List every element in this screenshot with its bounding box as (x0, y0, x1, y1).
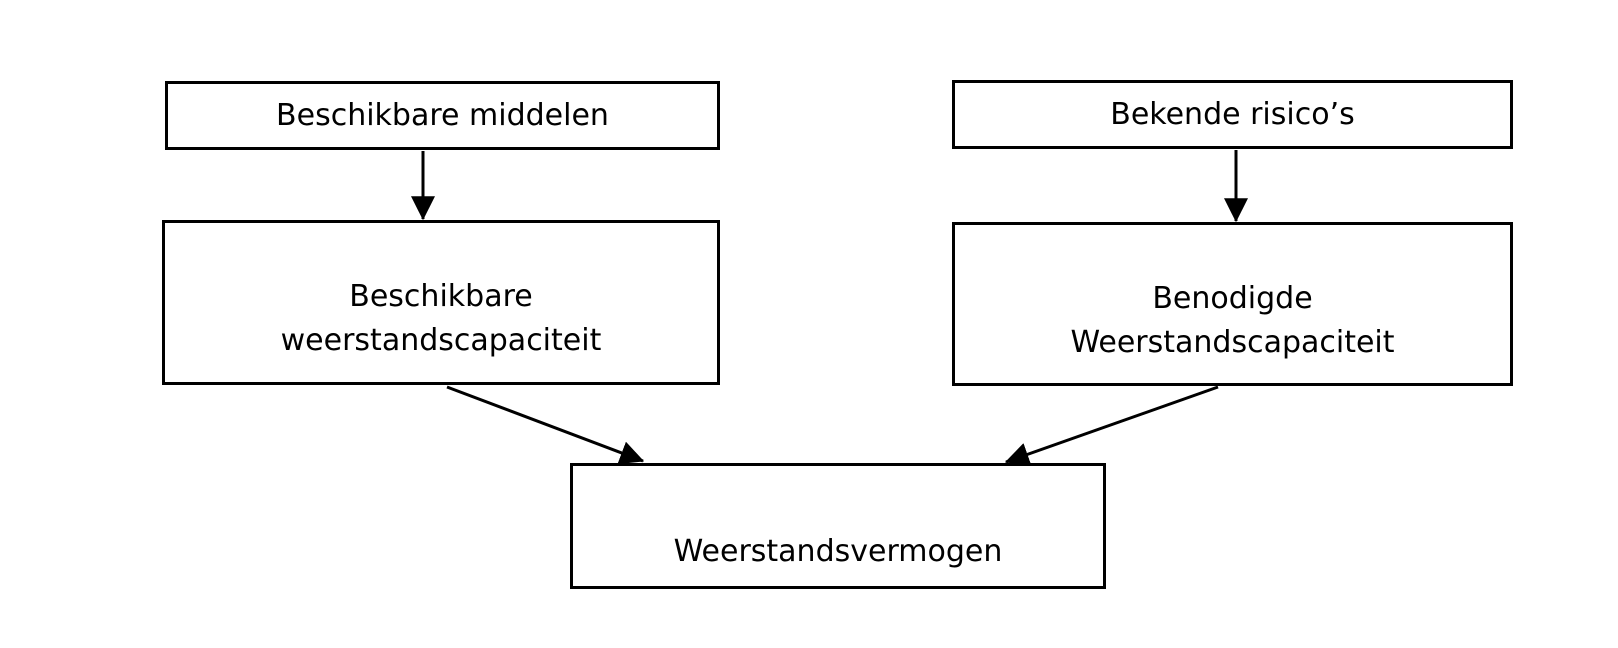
node-label: Beschikbare weerstandscapaciteit (280, 279, 602, 358)
arrow-benodigde-capaciteit-to-weerstandsvermogen (1004, 385, 1219, 466)
arrow-beschikbare-capaciteit-to-weerstandsvermogen (446, 385, 645, 465)
node-label: Beschikbare middelen (276, 97, 609, 133)
node-label: Weerstandsvermogen (673, 534, 1003, 569)
node-weerstandsvermogen: Weerstandsvermogen (570, 463, 1106, 589)
node-beschikbare-middelen: Beschikbare middelen (165, 81, 720, 150)
node-label: Benodigde Weerstandscapaciteit (1070, 281, 1395, 360)
node-bekende-risicos: Bekende risico’s (952, 80, 1513, 149)
node-beschikbare-weerstandscapaciteit: Beschikbare weerstandscapaciteit (162, 220, 720, 385)
node-benodigde-weerstandscapaciteit: Benodigde Weerstandscapaciteit (952, 222, 1513, 386)
node-label: Bekende risico’s (1110, 96, 1355, 132)
